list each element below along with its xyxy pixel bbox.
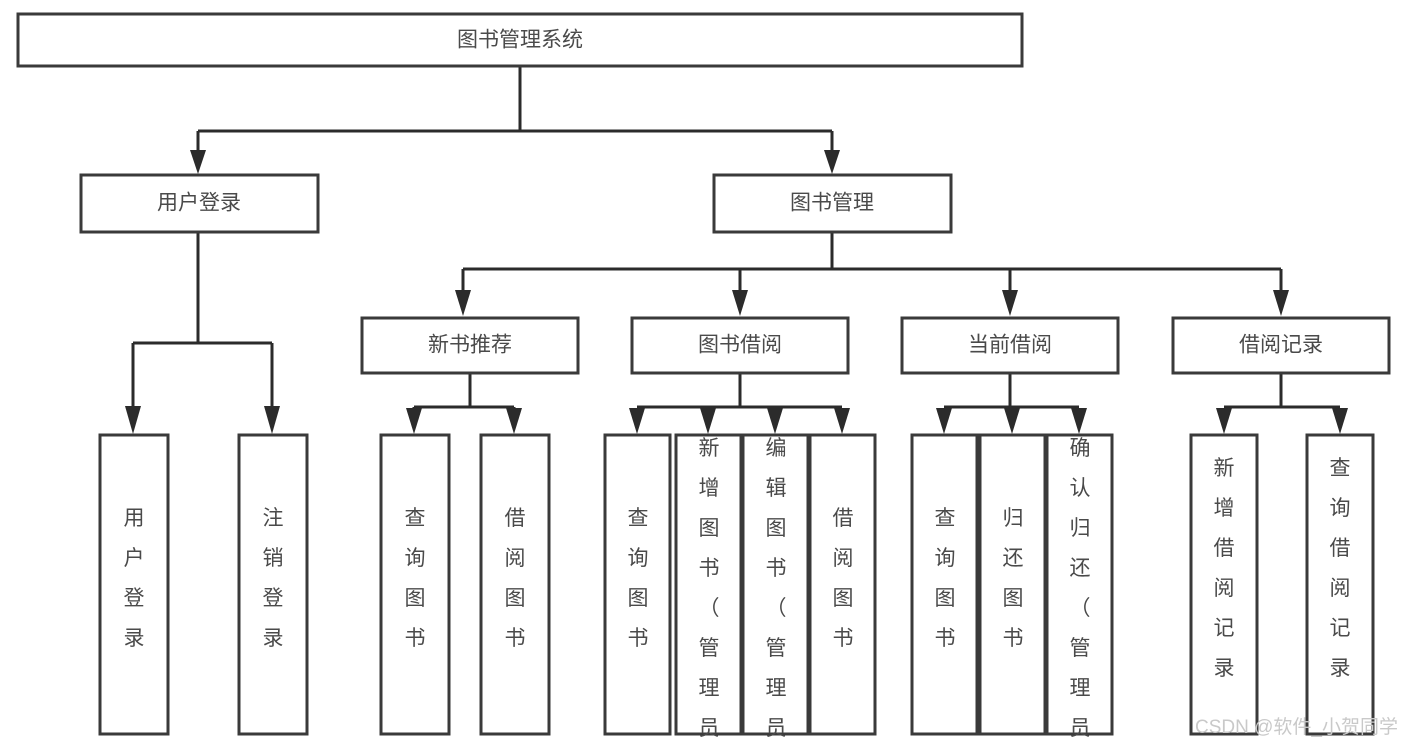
node-leaf-current-borrow-2-box[interactable]: [978, 433, 1047, 736]
node-leaf-book-borrow-4-label: 借阅图书: [833, 507, 854, 650]
node-leaf-book-borrow-2-label: 新增图书（管理员）: [699, 437, 720, 747]
node-leaf-user-login-2-box[interactable]: [237, 433, 309, 736]
arrow-book-borrow: [732, 290, 748, 316]
node-leaf-current-borrow-2[interactable]: 归还图书: [978, 433, 1047, 736]
node-leaf-current-borrow-3-box[interactable]: [1045, 433, 1114, 736]
arrow-cb-2: [1004, 408, 1020, 434]
node-leaf-user-login-2[interactable]: 注销登录: [237, 433, 309, 736]
node-leaf-book-borrow-1-label: 查询图书: [628, 507, 649, 650]
node-leaf-book-borrow-3[interactable]: 编辑图书（管理员）: [741, 433, 810, 747]
node-leaf-book-borrow-3-box[interactable]: [741, 433, 810, 736]
node-root-label: 图书管理系统: [457, 29, 583, 52]
node-leaf-new-book-1-box[interactable]: [379, 433, 451, 736]
node-leaf-new-book-2-box[interactable]: [479, 433, 551, 736]
node-leaf-current-borrow-1[interactable]: 查询图书: [910, 433, 979, 736]
arrow-current-borrow: [1002, 290, 1018, 316]
connector-group-user-login-leaves: [125, 233, 280, 434]
arrow-bb-4: [834, 408, 850, 434]
node-leaf-borrow-record-2-box[interactable]: [1305, 433, 1375, 736]
node-leaf-current-borrow-1-label: 查询图书: [935, 507, 956, 650]
node-borrow-record-label: 借阅记录: [1239, 334, 1323, 357]
node-book-borrow[interactable]: 图书借阅: [630, 316, 850, 375]
arrow-new-book: [455, 290, 471, 316]
arrow-bb-3: [767, 408, 783, 434]
node-new-book-recommend-box[interactable]: [360, 316, 580, 375]
node-leaf-current-borrow-3[interactable]: 确认归还（管理员）: [1045, 433, 1114, 747]
node-leaf-new-book-2-label: 借阅图书: [505, 507, 526, 650]
node-leaf-borrow-record-1-box[interactable]: [1189, 433, 1259, 736]
arrow-ul-2: [264, 406, 280, 434]
node-leaf-user-login-2-label: 注销登录: [263, 507, 284, 650]
connector-group-book-borrow-leaves: [629, 373, 850, 434]
node-new-book-recommend-label: 新书推荐: [428, 334, 512, 357]
arrow-bb-1: [629, 408, 645, 434]
arrow-bb-2: [700, 408, 716, 434]
node-current-borrow-box[interactable]: [900, 316, 1120, 375]
node-leaf-book-borrow-2[interactable]: 新增图书（管理员）: [674, 433, 743, 747]
arrow-br-2: [1332, 408, 1348, 434]
node-new-book-recommend[interactable]: 新书推荐: [360, 316, 580, 375]
arrow-cb-1: [936, 408, 952, 434]
node-leaf-user-login-1[interactable]: 用户登录: [98, 433, 170, 736]
node-root-box[interactable]: [16, 12, 1024, 68]
arrow-cb-3: [1071, 408, 1087, 434]
node-leaf-book-borrow-1[interactable]: 查询图书: [603, 433, 672, 736]
node-leaf-book-borrow-4-box[interactable]: [808, 433, 877, 736]
arrow-nb-1: [406, 408, 422, 434]
connector-group-current-borrow-leaves: [936, 373, 1087, 434]
node-book-management[interactable]: 图书管理: [712, 173, 953, 234]
arrow-ul-1: [125, 406, 141, 434]
node-book-borrow-box[interactable]: [630, 316, 850, 375]
node-user-login-label: 用户登录: [157, 192, 241, 215]
arrow-user-login: [190, 150, 206, 174]
node-borrow-record-box[interactable]: [1171, 316, 1391, 375]
node-book-management-label: 图书管理: [790, 192, 874, 215]
arrow-book-mgmt: [824, 150, 840, 174]
node-leaf-current-borrow-1-box[interactable]: [910, 433, 979, 736]
node-leaf-user-login-1-label: 用户登录: [124, 507, 145, 650]
connector-group-root: [190, 66, 840, 174]
node-current-borrow[interactable]: 当前借阅: [900, 316, 1120, 375]
connector-group-new-book-leaves: [406, 373, 522, 434]
node-leaf-book-borrow-4[interactable]: 借阅图书: [808, 433, 877, 736]
node-leaf-new-book-1-label: 查询图书: [405, 507, 426, 650]
node-book-management-box[interactable]: [712, 173, 953, 234]
connector-group-book-mgmt: [455, 233, 1289, 316]
node-user-login-box[interactable]: [79, 173, 320, 234]
node-leaf-new-book-2[interactable]: 借阅图书: [479, 433, 551, 736]
node-leaf-current-borrow-2-label: 归还图书: [1003, 507, 1024, 650]
node-root[interactable]: 图书管理系统: [16, 12, 1024, 68]
node-leaf-book-borrow-3-label: 编辑图书（管理员）: [766, 437, 787, 747]
node-leaf-user-login-1-box[interactable]: [98, 433, 170, 736]
node-leaf-new-book-1[interactable]: 查询图书: [379, 433, 451, 736]
node-book-borrow-label: 图书借阅: [698, 334, 782, 357]
csdn-watermark: CSDN @软件_小贺同学: [1195, 716, 1398, 738]
node-leaf-borrow-record-1[interactable]: 新增借阅记录: [1189, 433, 1259, 736]
node-user-login[interactable]: 用户登录: [79, 173, 320, 234]
node-borrow-record[interactable]: 借阅记录: [1171, 316, 1391, 375]
connector-group-borrow-record-leaves: [1216, 373, 1348, 434]
node-leaf-book-borrow-2-box[interactable]: [674, 433, 743, 736]
node-leaf-borrow-record-2-label: 查询借阅记录: [1330, 457, 1351, 680]
arrow-borrow-record: [1273, 290, 1289, 316]
node-leaf-current-borrow-3-label: 确认归还（管理员）: [1070, 437, 1091, 747]
node-current-borrow-label: 当前借阅: [968, 334, 1052, 357]
arrow-nb-2: [506, 408, 522, 434]
node-leaf-book-borrow-1-box[interactable]: [603, 433, 672, 736]
node-leaf-borrow-record-1-label: 新增借阅记录: [1214, 457, 1235, 680]
arrow-br-1: [1216, 408, 1232, 434]
node-leaf-borrow-record-2[interactable]: 查询借阅记录: [1305, 433, 1375, 736]
